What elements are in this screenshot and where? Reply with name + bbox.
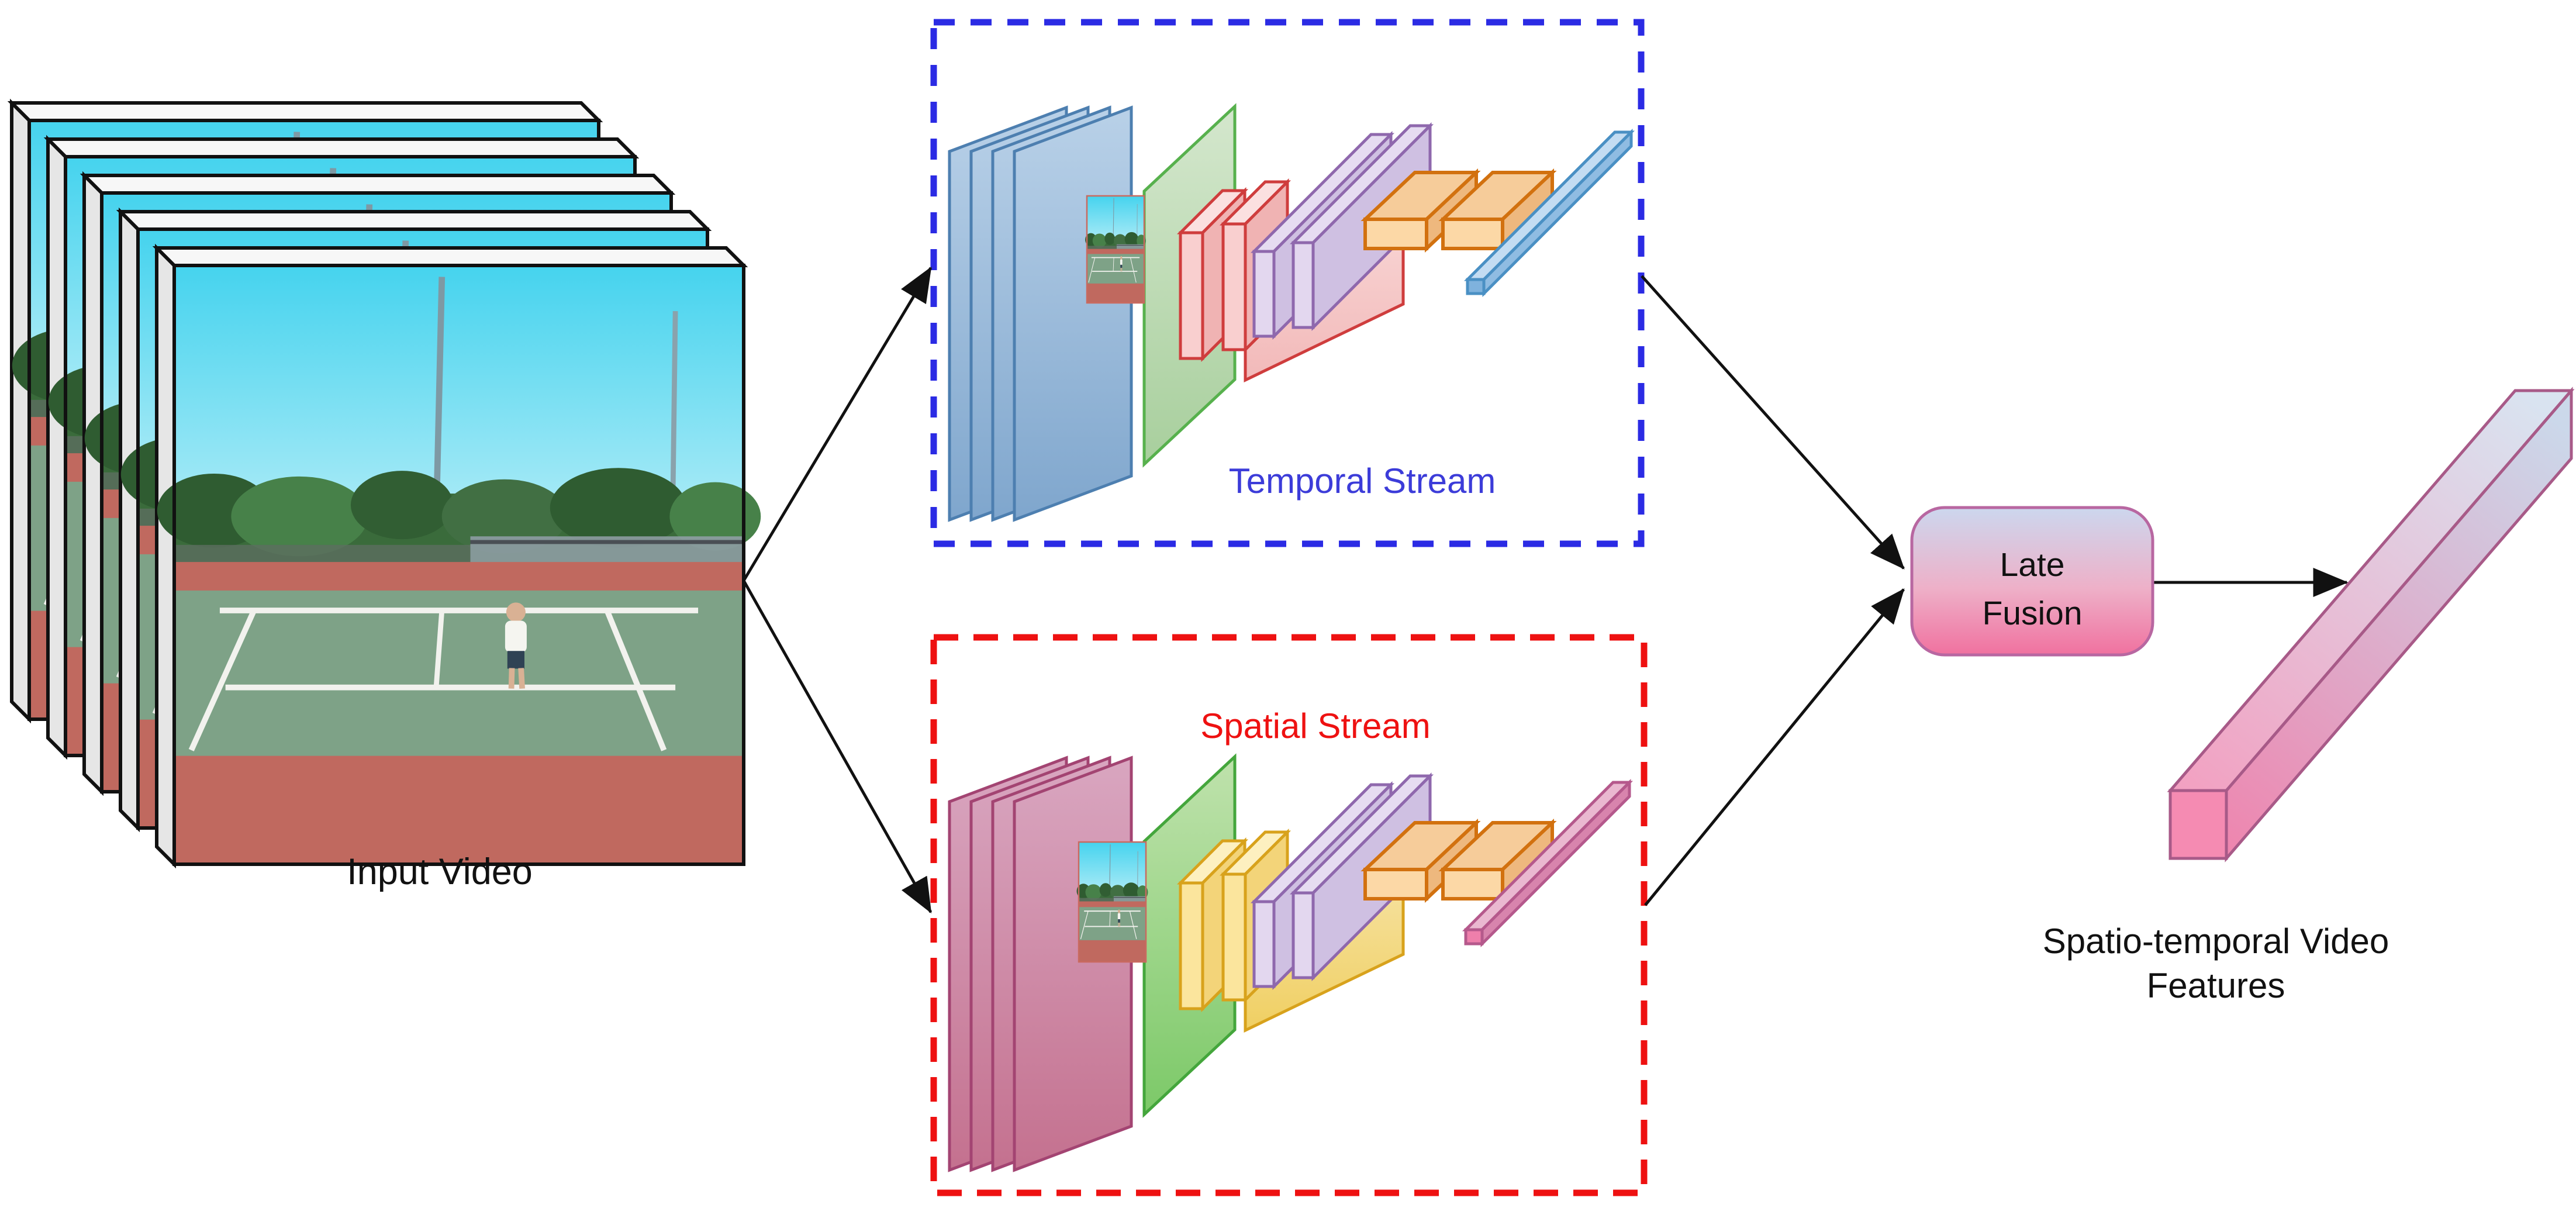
arrow-input-to-spatial — [742, 579, 933, 914]
temporal-stream-border — [930, 19, 1645, 547]
slab-front-face — [1252, 900, 1276, 988]
video-frame-top-face — [152, 246, 748, 267]
slab-front-face — [1221, 872, 1247, 1002]
thumbnail-border — [1086, 195, 1145, 304]
video-frame — [116, 207, 724, 833]
spatial-input-plane — [1013, 755, 1133, 1172]
arrow-temporal-to-fusion — [1641, 275, 1905, 570]
late-fusion-node: Late Fusion — [1910, 506, 2154, 657]
late-fusion-box — [1910, 506, 2154, 657]
slab-front-face — [1221, 222, 1247, 351]
video-frame-top-face — [7, 101, 603, 122]
slab-front-face — [1179, 231, 1204, 360]
bar-side-face — [2225, 387, 2573, 862]
arrow-spatial-to-fusion — [1644, 588, 1905, 906]
slab-front-face — [1179, 881, 1204, 1010]
connector-arrows — [742, 266, 2349, 914]
temporal-input-plane — [1013, 105, 1133, 522]
video-frame — [7, 98, 616, 724]
video-frame — [80, 171, 688, 796]
spatial-stream-box: Spatial Stream — [930, 634, 1648, 1196]
box-front-face — [1441, 218, 1504, 250]
spatial-feature-bar — [1462, 778, 1634, 948]
input-video-label: Input Video — [347, 851, 533, 892]
output-features-label-line2: Features — [2147, 966, 2285, 1005]
video-frame-border — [172, 264, 745, 866]
video-frame-left-face — [82, 171, 103, 796]
late-fusion-label-line1: Late — [2000, 546, 2065, 584]
box-front-face — [1441, 868, 1504, 901]
temporal-stream-box: Temporal Stream — [930, 19, 1645, 547]
temporal-stream-label: Temporal Stream — [1229, 461, 1496, 501]
slab-front-face — [1252, 250, 1276, 338]
video-frame-left-face — [119, 207, 140, 833]
video-frame-top-face — [80, 174, 676, 195]
bar-top-face — [2167, 389, 2575, 792]
bar-end-face — [1466, 278, 1486, 295]
box-front-face — [1363, 868, 1428, 901]
bar-end-face — [1464, 928, 1484, 946]
spatial-frame-thumbnail — [1076, 841, 1149, 963]
video-frame-top-face — [116, 210, 712, 231]
bar-end-face — [2168, 789, 2228, 860]
video-frame-left-face — [46, 134, 67, 760]
late-fusion-label-line2: Fusion — [1982, 595, 2082, 632]
output-features-label-line1: Spatio-temporal Video — [2043, 922, 2389, 961]
temporal-feature-bar — [1463, 128, 1635, 298]
video-frame-left-face — [155, 243, 176, 869]
video-frame-left-face — [10, 98, 31, 724]
output-feature-bar: Spatio-temporal Video Features — [2043, 387, 2575, 1005]
video-frame — [152, 243, 761, 869]
video-frame-top-face — [43, 137, 640, 158]
slab-front-face — [1292, 241, 1315, 329]
spatial-stream-label: Spatial Stream — [1200, 706, 1431, 746]
arrow-input-to-temporal — [742, 266, 933, 582]
thumbnail-border — [1078, 841, 1147, 963]
slab-front-face — [1292, 891, 1315, 979]
input-video-stack: Input Video — [7, 98, 761, 892]
temporal-frame-thumbnail — [1085, 195, 1147, 304]
box-front-face — [1363, 218, 1428, 250]
